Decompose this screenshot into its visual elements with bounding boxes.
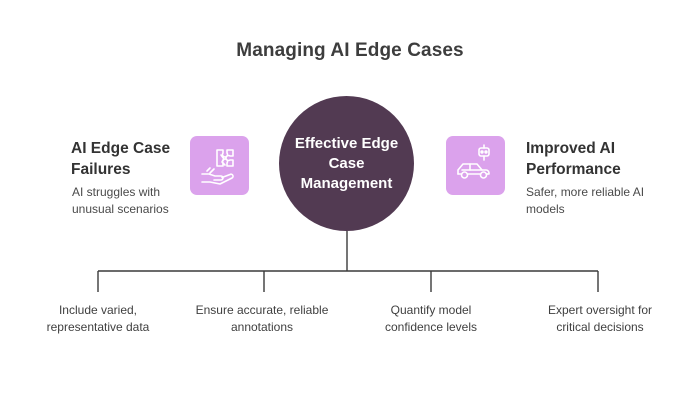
right-heading-line2: Performance: [526, 161, 621, 178]
robot-car-icon: [457, 144, 490, 179]
left-desc-line1: AI struggles with: [72, 185, 161, 199]
left-description: AI struggles with unusual scenarios: [72, 184, 169, 218]
right-desc-line2: models: [526, 202, 565, 216]
broken-puzzle-hand-icon-box: [190, 136, 249, 195]
robot-car-icon-box: [446, 136, 505, 195]
branch-3-line1: Quantify model: [390, 303, 472, 317]
branch-2-line2: annotations: [230, 320, 294, 334]
center-circle: Effective Edge Case Management: [279, 96, 414, 231]
left-heading-line1: AI Edge Case: [71, 140, 171, 157]
right-desc-line1: Safer, more reliable AI: [526, 185, 645, 199]
center-label-line2: Case: [328, 154, 365, 172]
right-description: Safer, more reliable AI models: [526, 184, 644, 218]
branch-label-confidence: Quantify model confidence levels: [351, 302, 511, 336]
branch-1-line1: Include varied,: [58, 303, 138, 317]
right-heading-line1: Improved AI: [526, 140, 615, 157]
center-label: Effective Edge Case Management: [289, 134, 405, 194]
branch-3-line2: confidence levels: [384, 320, 478, 334]
broken-puzzle-hand-icon: [201, 149, 234, 185]
branch-label-annotations: Ensure accurate, reliable annotations: [182, 302, 342, 336]
branch-2-line1: Ensure accurate, reliable: [195, 303, 329, 317]
left-heading-line2: Failures: [71, 161, 131, 178]
branch-4-line1: Expert oversight for: [547, 303, 653, 317]
center-label-line3: Management: [300, 174, 393, 192]
center-label-line1: Effective Edge: [294, 134, 399, 152]
diagram-title: Managing AI Edge Cases: [236, 40, 464, 61]
right-heading: Improved AI Performance: [526, 138, 621, 180]
branch-1-line2: representative data: [46, 320, 150, 334]
left-heading: AI Edge Case Failures: [71, 138, 170, 180]
branch-label-representative-data: Include varied, representative data: [18, 302, 178, 336]
left-desc-line2: unusual scenarios: [72, 202, 169, 216]
branch-4-line2: critical decisions: [556, 320, 644, 334]
branch-label-expert-oversight: Expert oversight for critical decisions: [520, 302, 680, 336]
